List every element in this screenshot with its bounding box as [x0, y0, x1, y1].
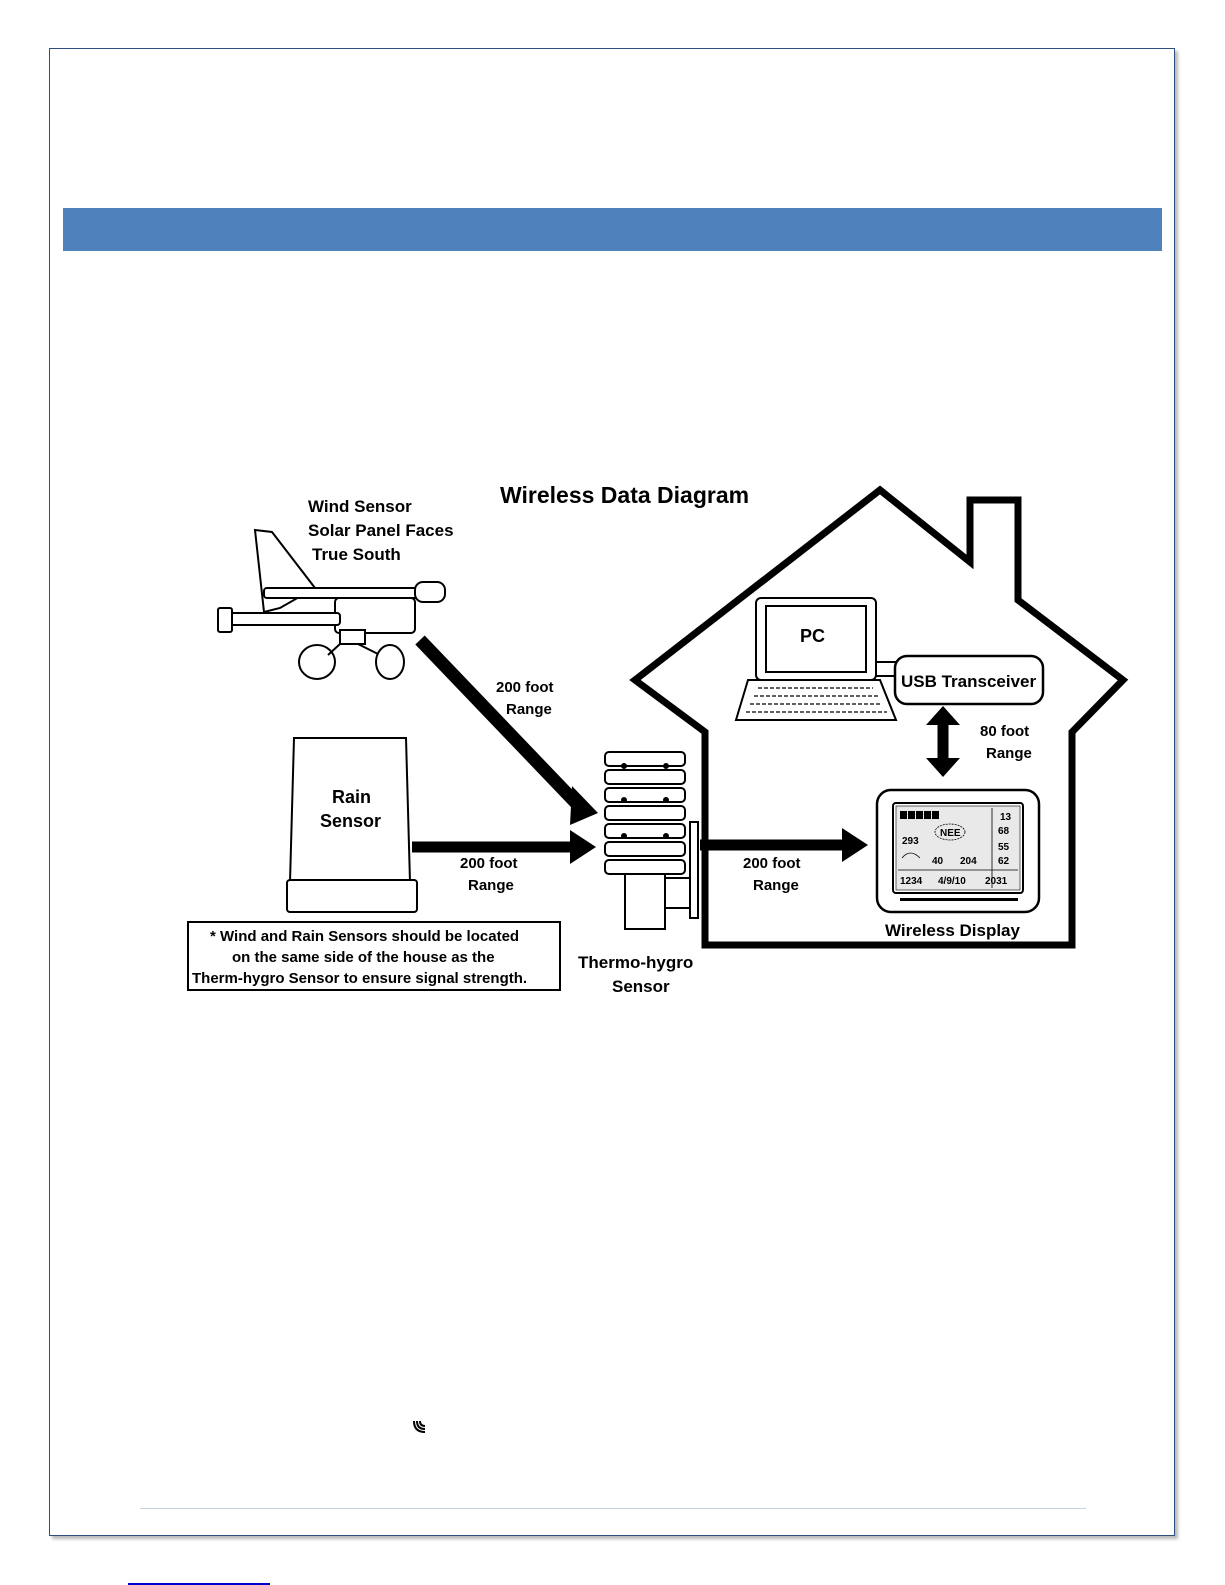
wireless-display-icon — [875, 788, 1041, 914]
note-line-3: Therm-hygro Sensor to ensure signal stre… — [192, 970, 527, 987]
wireless-data-diagram: Wireless Data Diagram Wind Sensor Solar … — [180, 470, 1150, 1010]
usb-cable — [875, 661, 897, 677]
laptop-icon — [734, 597, 898, 721]
lcd-year: 2031 — [985, 876, 1008, 887]
range-wind-label-1: 200 foot — [496, 679, 554, 696]
lcd-v1: 293 — [902, 836, 919, 847]
rain-sensor-label-1: Rain — [332, 787, 371, 807]
rain-sensor-icon — [286, 737, 418, 913]
range-wind-label-2: Range — [506, 701, 552, 718]
lcd-mid: NEE — [940, 828, 961, 839]
note-line-2: on the same side of the house as the — [232, 949, 495, 966]
range-display-label-2: Range — [753, 877, 799, 894]
wind-sensor-icon — [217, 528, 446, 680]
note-box — [187, 921, 561, 991]
wireless-display-label: Wireless Display — [885, 921, 1021, 940]
house-outline — [629, 485, 1129, 949]
signal-waves-icon — [413, 1420, 426, 1433]
range-usb-label-2: Range — [986, 745, 1032, 762]
pc-label: PC — [800, 626, 825, 646]
lcd-r2: 68 — [998, 826, 1010, 837]
lcd-date: 4/9/10 — [938, 876, 966, 887]
arrow-thermo-to-display — [700, 828, 868, 862]
range-display-label-1: 200 foot — [743, 855, 801, 872]
lcd-r1: 13 — [1000, 812, 1012, 823]
arrow-rain-to-thermo — [412, 830, 596, 864]
thermo-hygro-label-1: Thermo-hygro — [578, 953, 693, 972]
diagram-title: Wireless Data Diagram — [500, 482, 749, 508]
note-line-1: * Wind and Rain Sensors should be locate… — [210, 928, 519, 945]
arrow-usb-display — [926, 706, 960, 777]
arrow-wind-to-thermo — [415, 635, 598, 825]
lcd-r4: 62 — [998, 856, 1010, 867]
range-rain-label-1: 200 foot — [460, 855, 518, 872]
wind-sensor-label-1: Wind Sensor — [308, 497, 412, 516]
wind-sensor-label-2: Solar Panel Faces — [308, 521, 454, 540]
lcd-v2: 40 — [932, 856, 944, 867]
link-underline[interactable] — [128, 1583, 270, 1585]
lcd-r3: 55 — [998, 842, 1010, 853]
lcd-time: 1234 — [900, 876, 923, 887]
range-rain-label-2: Range — [468, 877, 514, 894]
wind-sensor-label-3: True South — [312, 545, 401, 564]
footer-rule — [140, 1508, 1086, 1509]
thermo-hygro-sensor-icon — [604, 751, 699, 930]
thermo-hygro-label-2: Sensor — [612, 977, 670, 996]
usb-transceiver-box — [893, 654, 1045, 706]
rain-sensor-label-2: Sensor — [320, 811, 381, 831]
section-header-bar — [63, 208, 1162, 251]
range-usb-label-1: 80 foot — [980, 723, 1029, 740]
lcd-v3: 204 — [960, 856, 977, 867]
usb-transceiver-label: USB Transceiver — [901, 672, 1037, 691]
